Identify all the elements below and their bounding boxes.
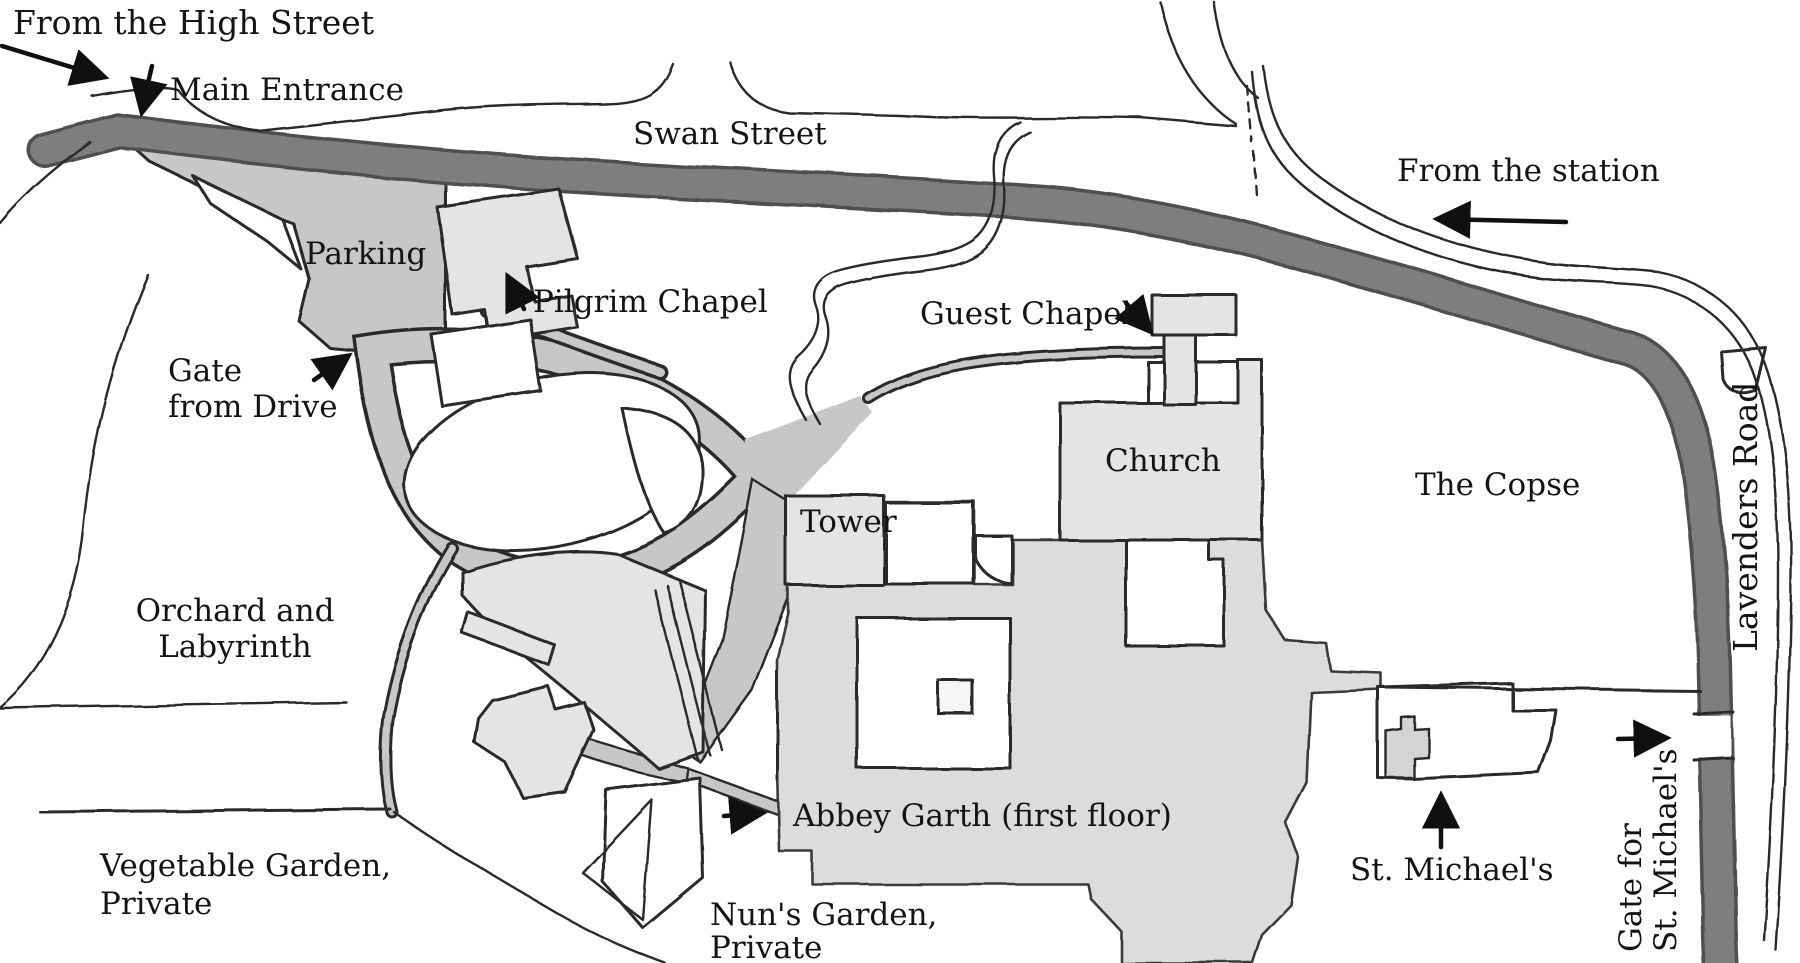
vegetable-garden-boundary <box>38 807 392 814</box>
boundary-line-to-gate <box>1380 685 1702 693</box>
label-from-station: From the station <box>1397 153 1660 189</box>
map-labels: From the High Street Main Entrance Swan … <box>13 3 1765 963</box>
cloister-stairs <box>653 578 724 762</box>
label-gate-from-drive-line2: from Drive <box>168 389 338 425</box>
label-swan-street: Swan Street <box>633 116 827 152</box>
arrow-from-station <box>1432 200 1569 239</box>
guest-chapel-building <box>1150 293 1238 407</box>
label-gate-for-st-michaels-line2: St. Michael's <box>1648 748 1684 952</box>
church-building <box>1058 358 1264 542</box>
st-michaels-building <box>1376 681 1702 781</box>
label-from-high-street: From the High Street <box>13 3 374 42</box>
label-st-michaels: St. Michael's <box>1350 852 1554 888</box>
arrow-gate-for-st-michaels <box>1615 719 1672 758</box>
annotation-arrows <box>0 43 1672 850</box>
label-abbey-garth: Abbey Garth (first floor) <box>792 798 1172 834</box>
label-guest-chapel: Guest Chapel <box>920 296 1132 332</box>
parking-area <box>96 128 447 354</box>
cloister-garth <box>855 616 1012 770</box>
station-road-edge <box>1250 70 1780 942</box>
loop-teardrop-island <box>620 406 704 535</box>
arrow-abbey-garth <box>721 796 768 835</box>
arrow-main-entrance <box>130 63 168 118</box>
swan-street-road <box>27 112 1768 963</box>
label-pilgrim-chapel: Pilgrim Chapel <box>533 284 768 320</box>
pond-outline <box>1720 346 1768 395</box>
label-orchard-line1: Orchard and <box>136 593 335 629</box>
west-range-buildings <box>460 549 724 930</box>
arrow-gate-from-drive <box>310 352 353 391</box>
label-parking: Parking <box>305 236 426 272</box>
label-vegetable-garden-line2: Private <box>100 886 212 922</box>
label-lavenders-road: Lavenders Road <box>1726 382 1765 652</box>
arrow-from-high-street <box>0 43 110 86</box>
label-main-entrance: Main Entrance <box>170 72 404 108</box>
north-court <box>884 501 976 586</box>
label-nuns-garden-line1: Nun's Garden, <box>710 897 937 933</box>
label-the-copse: The Copse <box>1415 467 1580 503</box>
garth-feature <box>937 679 975 716</box>
arrow-pilgrim-chapel <box>505 271 540 315</box>
pilgrim-chapel-building <box>429 187 580 408</box>
label-tower: Tower <box>800 504 897 540</box>
label-church: Church <box>1105 443 1221 479</box>
stream-line <box>788 120 1022 422</box>
label-nuns-garden-line2: Private <box>710 930 822 963</box>
arrow-guest-chapel <box>1114 293 1154 336</box>
abbey-complex <box>775 293 1383 963</box>
label-gate-for-st-michaels-line1: Gate for <box>1613 823 1649 952</box>
drive-loop <box>351 326 872 784</box>
label-vegetable-garden-line1: Vegetable Garden, <box>99 848 391 884</box>
tower-building <box>784 494 886 587</box>
st-michaels-gate-gap <box>1697 716 1731 758</box>
label-gate-from-drive-line1: Gate <box>168 353 242 389</box>
label-orchard-line2: Labyrinth <box>158 629 312 665</box>
